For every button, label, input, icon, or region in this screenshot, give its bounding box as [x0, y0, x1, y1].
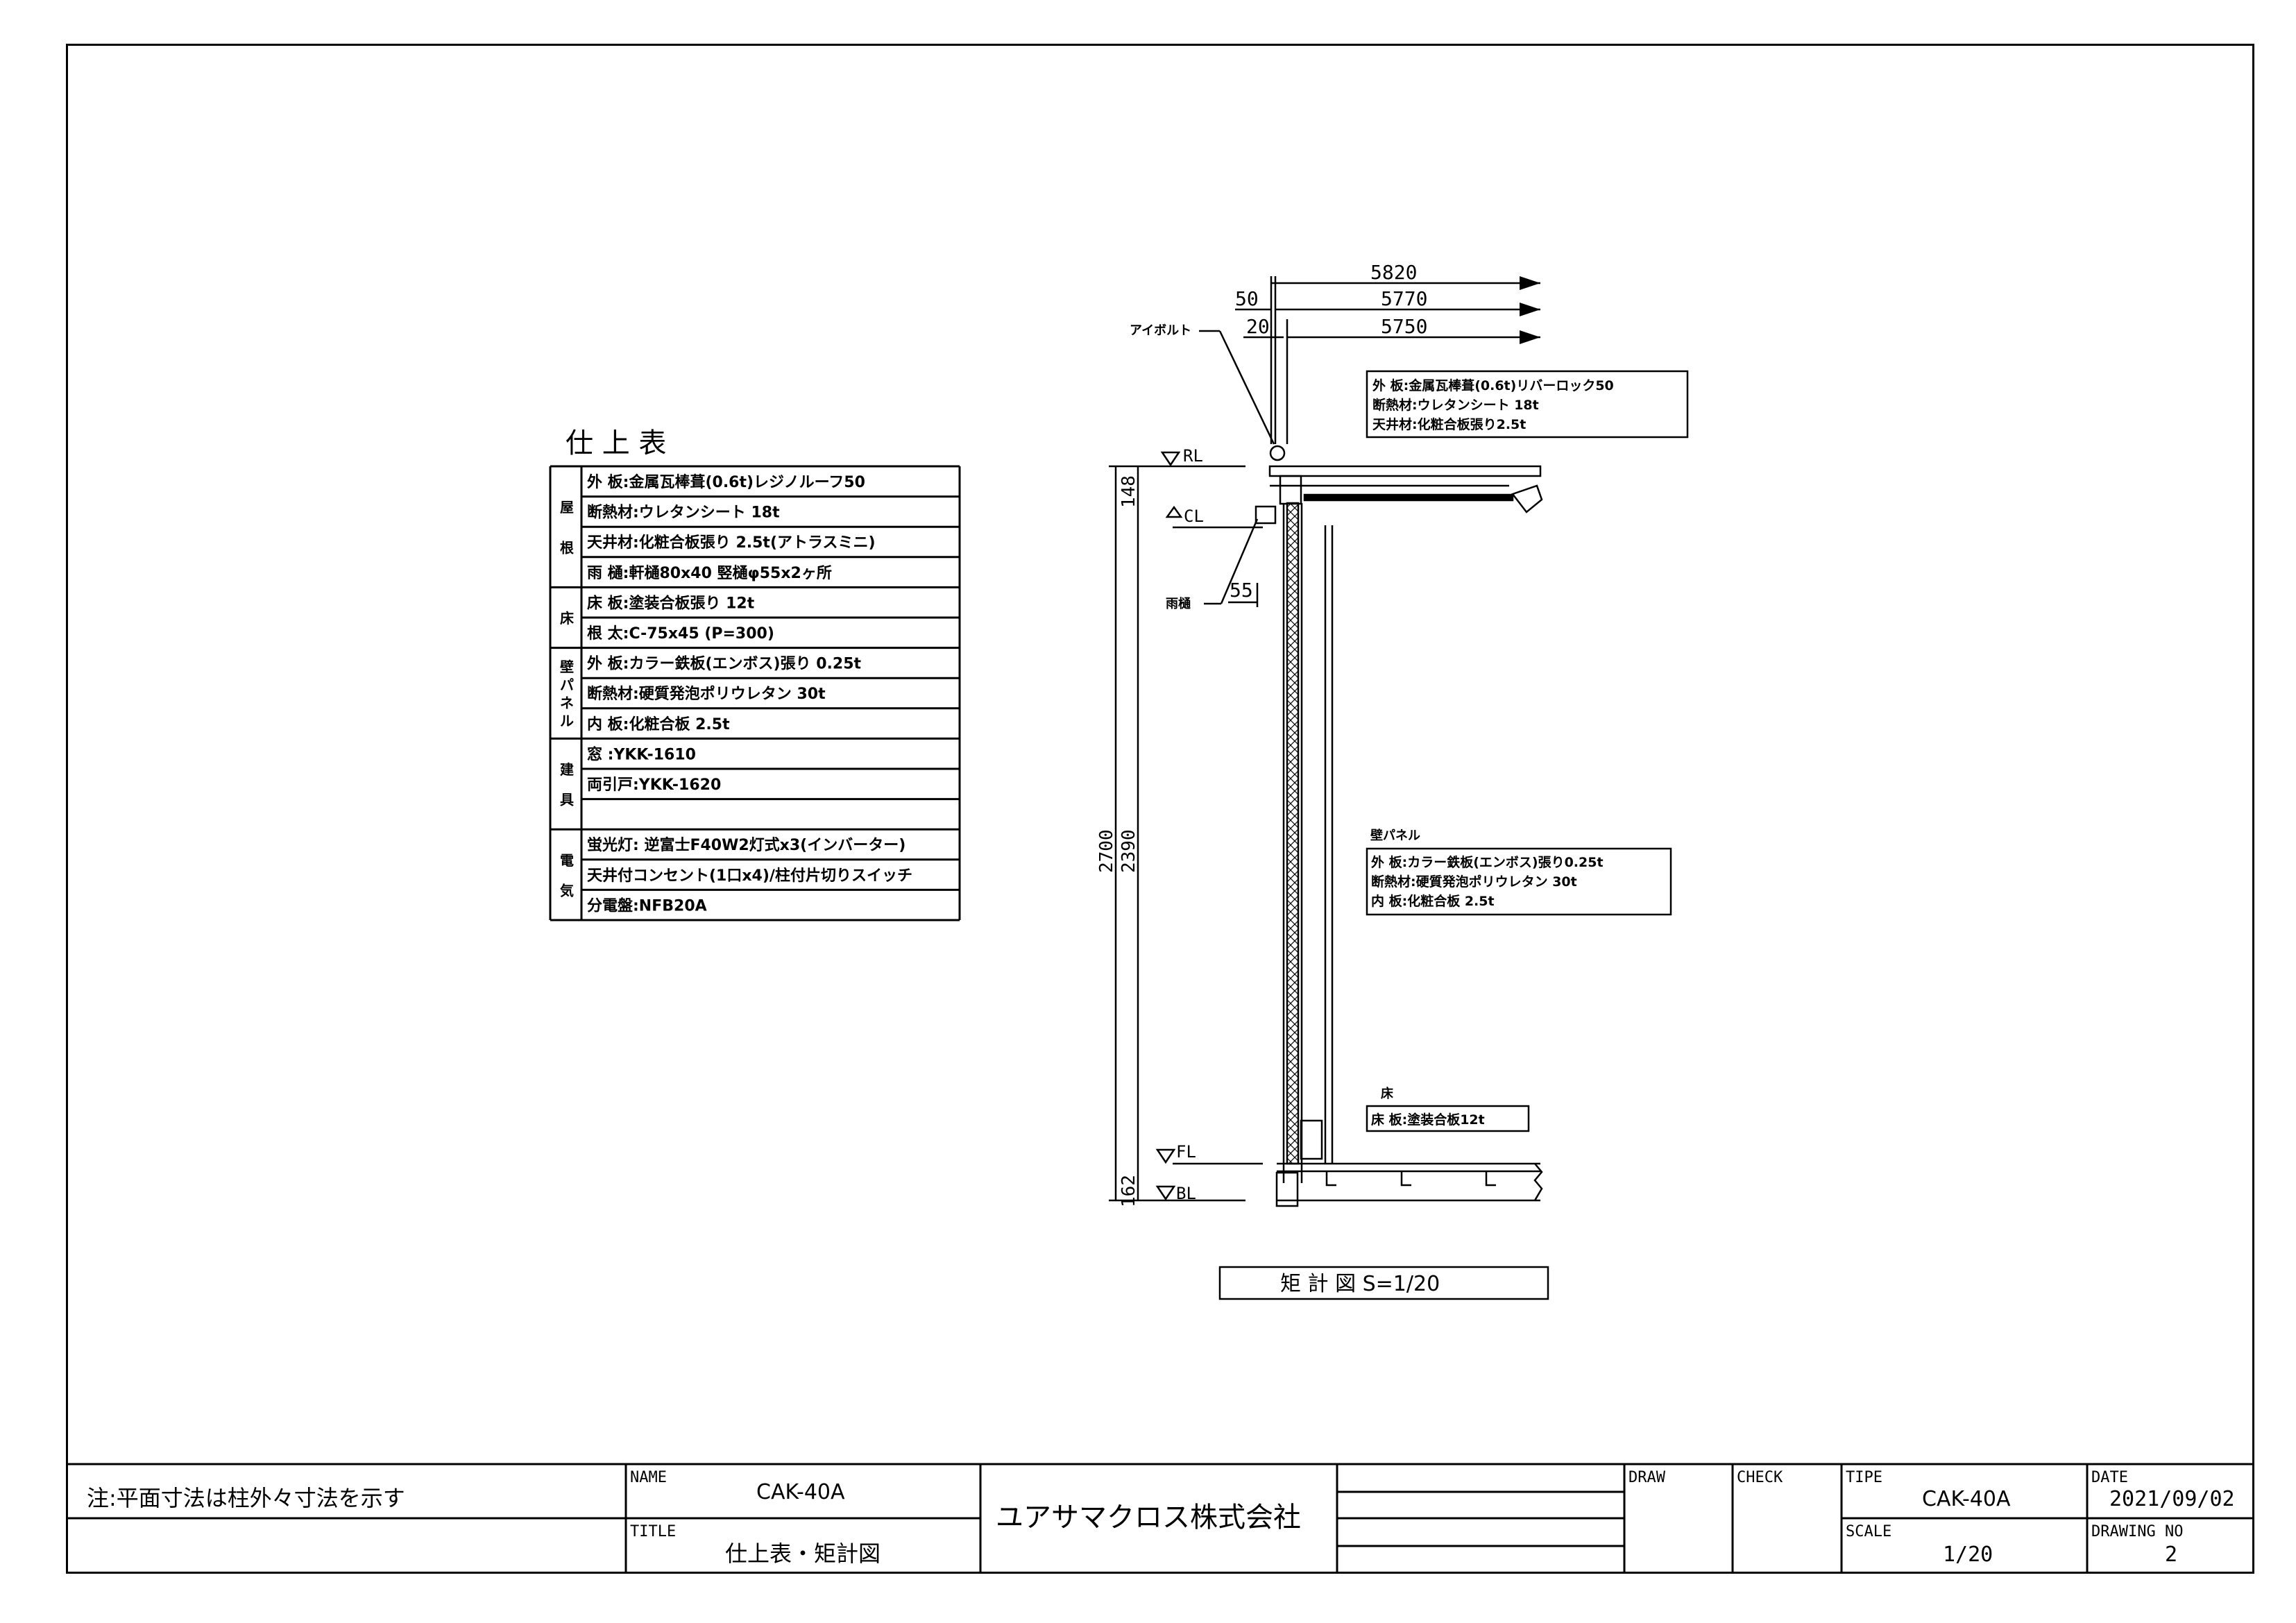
floor-break-mark	[1533, 1163, 1543, 1201]
caption-box	[1218, 1266, 1549, 1300]
finish-row: 窓 :YKK-1610	[587, 745, 696, 763]
name-label: NAME	[630, 1469, 667, 1486]
roof-edge-frame	[1279, 475, 1302, 505]
eyebolt-leader	[1218, 330, 1275, 445]
roof-note-line-3: 天井材:化粧合板張り2.5t	[1372, 416, 1526, 432]
dim-5770: 5770	[1381, 287, 1427, 310]
finish-row: 内 板:化粧合板 2.5t	[587, 715, 730, 733]
date-value: 2021/09/02	[2109, 1487, 2235, 1511]
wall-insulation	[1286, 502, 1300, 1165]
section-drawing	[1109, 276, 1689, 1300]
title-block	[66, 1463, 2254, 1574]
finish-group-label: 電	[560, 852, 574, 869]
gutter-icon	[1255, 505, 1277, 525]
floor-note-box	[1366, 1105, 1530, 1132]
bl-triangle-icon	[1155, 1185, 1176, 1201]
roof-note-box	[1366, 370, 1689, 439]
dim-162: 162	[1119, 1175, 1139, 1207]
bl-label: BL	[1176, 1184, 1196, 1203]
roof-note-line-2: 断熱材:ウレタンシート 18t	[1372, 397, 1539, 413]
finish-table-title: 仕 上 表	[566, 427, 666, 459]
finish-group-label: 建	[560, 761, 574, 778]
title-block-texts: 注:平面寸法は柱外々寸法を示す NAME CAK-40A TITLE 仕上表・矩…	[87, 1469, 2235, 1567]
drawing-no-value: 2	[2165, 1543, 2177, 1567]
dim-148: 148	[1119, 475, 1139, 508]
wall-base-bracket	[1300, 1119, 1323, 1160]
finish-row: 天井材:化粧合板張り 2.5t(アトラスミニ)	[587, 534, 876, 552]
finish-group-label: 根	[560, 539, 574, 556]
cl-triangle-icon	[1165, 505, 1183, 518]
finish-group-label: パ	[560, 677, 574, 693]
roof-ceiling-panel	[1303, 493, 1514, 502]
floor-note-line-1: 床 板:塗装合板12t	[1371, 1112, 1485, 1128]
finish-group-label: 屋	[560, 499, 574, 516]
rl-triangle-icon	[1160, 451, 1181, 467]
dim-50: 50	[1235, 287, 1259, 310]
eyebolt-label: アイボルト	[1130, 323, 1191, 338]
eyebolt-icon	[1269, 445, 1286, 461]
finish-row: 断熱材:硬質発泡ポリウレタン 30t	[587, 685, 826, 703]
roof-note-line-1: 外 板:金属瓦棒葺(0.6t)リバーロック50	[1372, 377, 1614, 393]
finish-group-label: 壁	[560, 658, 574, 675]
dim-5750: 5750	[1381, 315, 1427, 338]
drawing-border	[66, 44, 2254, 1574]
finish-group-label: ネ	[560, 695, 574, 711]
wall-note-box	[1366, 847, 1672, 916]
finish-group-label: 気	[560, 882, 574, 899]
roof-gutter-right	[1511, 484, 1543, 513]
finish-row: 根 太:C-75x45 (P=300)	[587, 625, 774, 643]
finish-row: 分電盤:NFB20A	[587, 897, 707, 915]
finish-row: 床 板:塗装合板張り 12t	[587, 594, 755, 612]
finish-row: 断熱材:ウレタンシート 18t	[587, 504, 780, 522]
finish-group-label: ル	[560, 713, 574, 729]
finish-row: 雨 樋:軒樋80x40 竪樋φ55x2ヶ所	[587, 564, 832, 582]
company-name: ユアサマクロス株式会社	[996, 1502, 1301, 1533]
rl-label: RL	[1183, 446, 1203, 466]
date-label: DATE	[2091, 1469, 2128, 1486]
finish-row: 外 板:カラー鉄板(エンボス)張り 0.25t	[587, 655, 862, 673]
dim-2390: 2390	[1119, 829, 1139, 873]
gutter-dim: 55	[1230, 579, 1253, 602]
scale-label: SCALE	[1846, 1523, 1891, 1540]
floor-joists	[1325, 1171, 1496, 1187]
finish-row: 両引戸:YKK-1620	[587, 776, 721, 794]
finish-row: 外 板:金属瓦棒葺(0.6t)レジノルーフ50	[587, 473, 865, 491]
floor-sill	[1275, 1171, 1299, 1207]
wall-note-title: 壁パネル	[1370, 828, 1420, 843]
finish-row: 天井付コンセント(1口x4)/柱付片切りスイッチ	[587, 867, 912, 885]
dimension-note: 注:平面寸法は柱外々寸法を示す	[87, 1485, 405, 1511]
gutter-label: 雨樋	[1166, 596, 1191, 611]
scale-value: 1/20	[1943, 1543, 1993, 1567]
fl-triangle-icon	[1155, 1148, 1176, 1164]
title-label: TITLE	[630, 1523, 676, 1540]
dim-2700: 2700	[1096, 829, 1117, 873]
dim-20: 20	[1246, 315, 1270, 338]
title-value: 仕上表・矩計図	[725, 1540, 881, 1567]
check-label: CHECK	[1737, 1469, 1783, 1486]
finish-group-label: 床	[560, 610, 575, 627]
wall-note-line-3: 内 板:化粧合板 2.5t	[1371, 893, 1495, 909]
wall-note-line-2: 断熱材:硬質発泡ポリウレタン 30t	[1371, 874, 1577, 890]
roof-outer-panel	[1268, 465, 1542, 477]
name-value: CAK-40A	[756, 1480, 845, 1504]
floor-note-title: 床	[1381, 1086, 1394, 1101]
section-caption: 矩 計 図 S=1/20	[1280, 1272, 1440, 1296]
gutter-leader	[1220, 518, 1259, 604]
type-value: CAK-40A	[1922, 1487, 2011, 1511]
fl-label: FL	[1176, 1142, 1196, 1162]
wall-note-line-1: 外 板:カラー鉄板(エンボス)張り0.25t	[1371, 854, 1604, 870]
type-label: TIPE	[1846, 1469, 1882, 1486]
finish-group-label: 具	[560, 792, 574, 808]
draw-label: DRAW	[1629, 1469, 1666, 1486]
dim-5820: 5820	[1370, 261, 1417, 284]
section-texts: 5820 50 5770 20 5750 アイボルト 雨樋 55 RL CL F…	[1096, 261, 1614, 1296]
drawing-no-label: DRAWING NO	[2091, 1523, 2183, 1540]
cl-label: CL	[1184, 507, 1204, 526]
finish-row: 蛍光灯: 逆富士F40W2灯式x3(インバーター)	[587, 836, 905, 854]
